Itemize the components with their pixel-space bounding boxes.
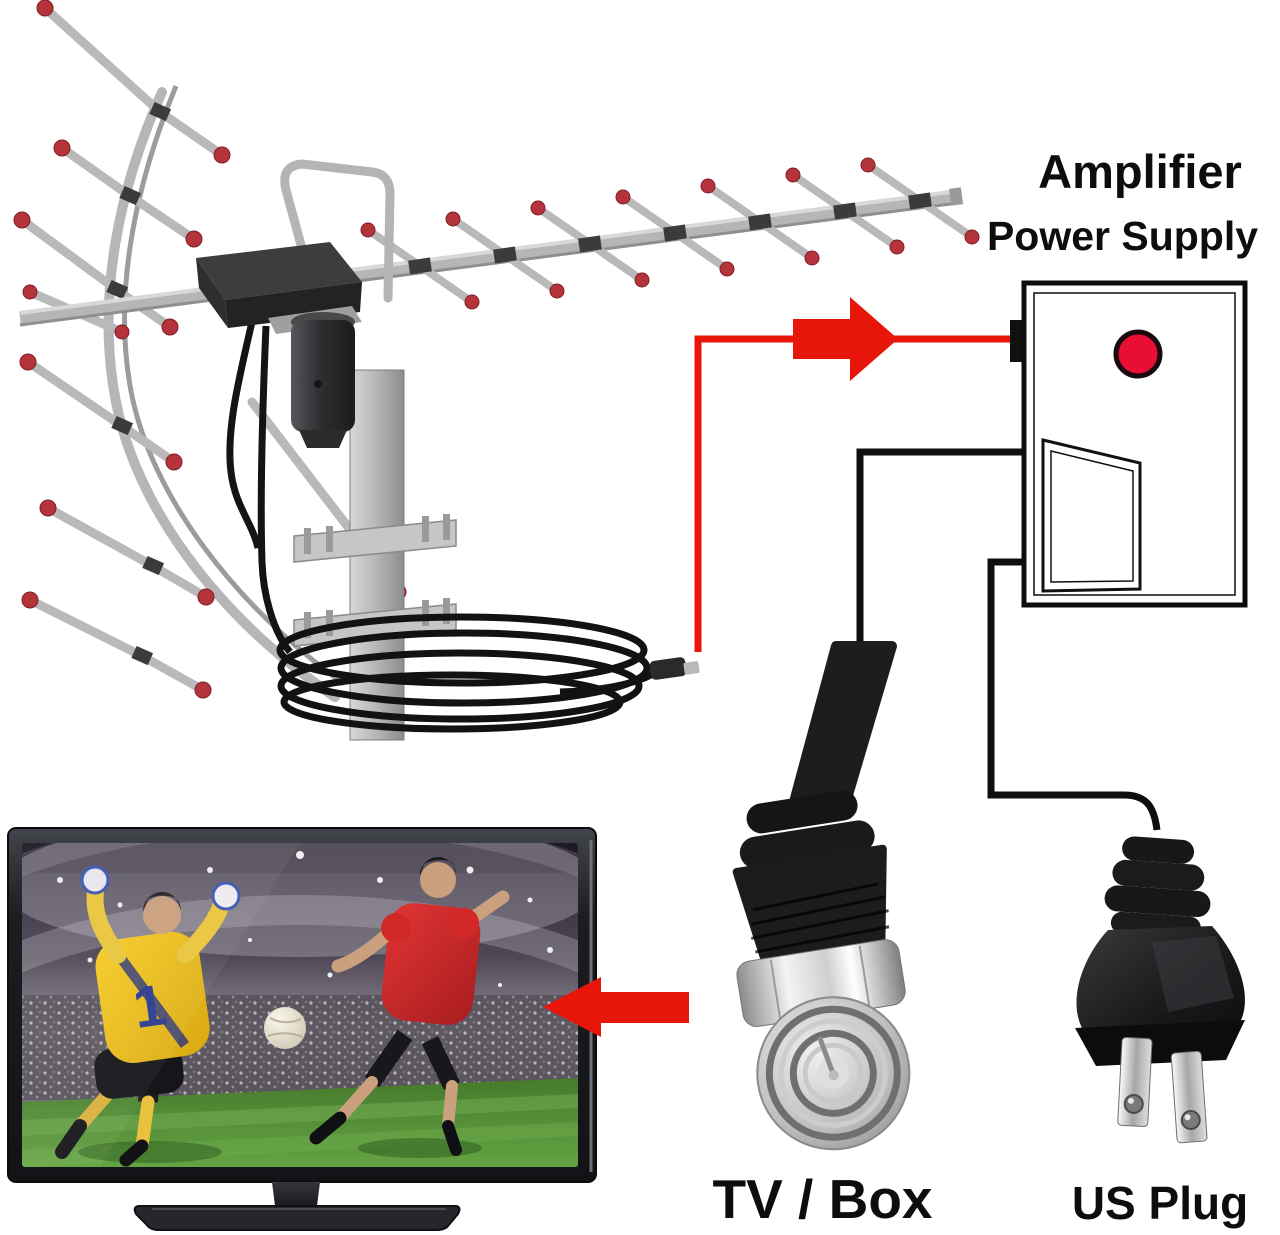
plug-prong-right [1170,1050,1208,1144]
soccer-ball [264,1007,306,1049]
black-wire-amplifier-to-coax [856,448,1030,664]
red-player [309,856,510,1158]
antenna-junction-box [196,242,362,334]
plug-strain-relief [1104,836,1211,939]
black-wire-amplifier-to-plug [987,558,1161,831]
amplifier-power-supply-box [1010,280,1248,608]
plug-face [1075,1020,1245,1066]
coax-cable-end-connector [649,657,700,680]
amplifier-label: Amplifier [1038,145,1242,198]
antenna-cables [226,321,293,655]
arrow-coax-to-tv-icon [543,977,689,1037]
tv-screen: 1 [22,843,578,1167]
tv: 1 [7,827,597,1231]
tv-stand [133,1182,461,1231]
coax-f-connector [732,641,911,1151]
plug-prong-left [1117,1036,1153,1128]
power-supply-label: Power Supply [986,213,1259,259]
antenna-rotor-motor [291,312,355,448]
goalkeeper-glove [211,881,241,911]
red-wire-antenna-to-amplifier [694,335,1018,652]
goalkeeper-glove [80,865,110,895]
coax-cable [789,641,897,807]
us-plug-label: US Plug [1071,1177,1249,1229]
power-switch [1041,438,1142,593]
outdoor-antenna [13,0,980,741]
arrow-antenna-to-amplifier-icon [793,297,898,381]
antenna-boom [19,187,964,327]
power-led [1113,329,1163,379]
coax-cable-coil [276,613,658,733]
tv-box-label: TV / Box [712,1168,933,1230]
mast-bracket-upper [293,514,457,563]
connector-center-pin [828,1070,839,1081]
goalkeeper: 1 [55,865,241,1167]
element-clamps [106,101,172,666]
antenna-director-elements [360,157,980,310]
antenna-spine-rear [122,85,346,687]
antenna-loop-element [280,159,395,305]
us-plug [1075,836,1245,1144]
